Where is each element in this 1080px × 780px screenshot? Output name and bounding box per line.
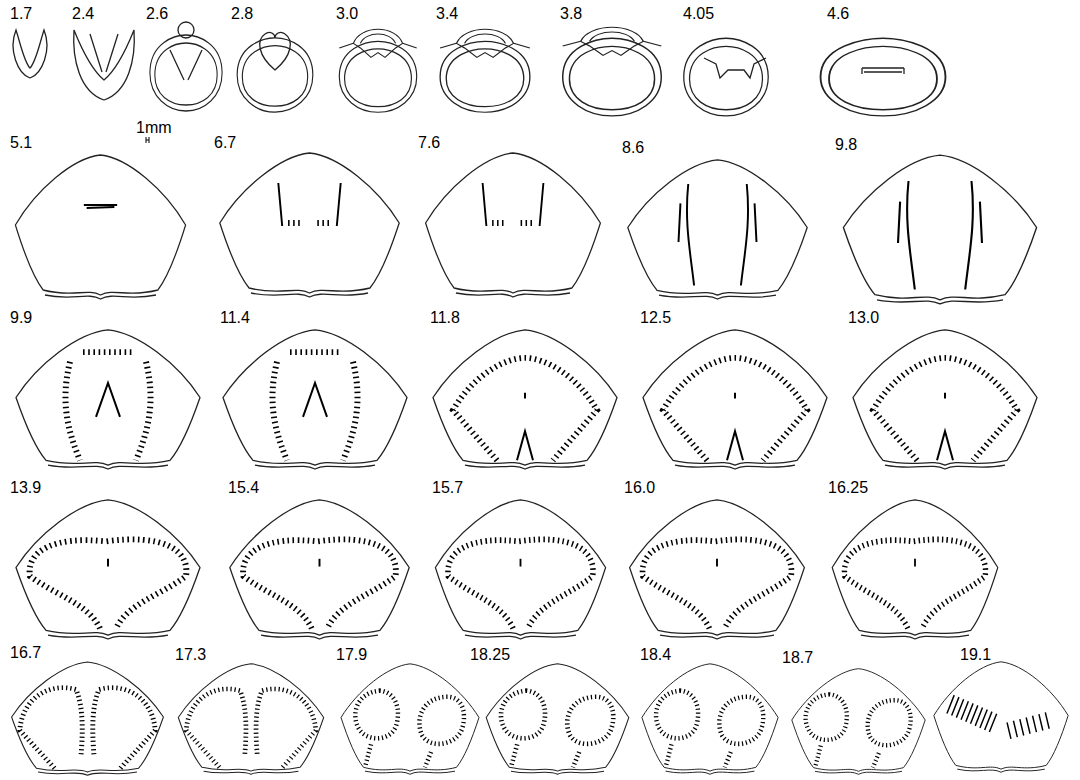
section-depth: 17.9 [336, 647, 367, 663]
section-depth: 16.25 [828, 480, 868, 496]
section-outline [16, 500, 998, 639]
section-depth: 7.6 [418, 135, 440, 151]
section-depth: 4.6 [827, 6, 849, 22]
section-depth: 18.4 [640, 647, 671, 663]
section-depth: 12.5 [640, 310, 671, 326]
section-depth: 19.1 [960, 647, 991, 663]
section-depth: 15.7 [432, 480, 463, 496]
section-depth: 3.8 [560, 6, 582, 22]
section-depth: 15.4 [228, 480, 259, 496]
section-depth: 16.7 [10, 645, 41, 661]
section-depth: 13.0 [848, 310, 879, 326]
section-depth: 18.25 [470, 647, 510, 663]
section-outline [15, 153, 1036, 304]
section-depth: 9.9 [10, 310, 32, 326]
section-depth: 5.1 [10, 135, 32, 151]
section-depth: 1.7 [10, 6, 32, 22]
section-depth: 6.7 [214, 135, 236, 151]
section-depth: 2.6 [146, 6, 168, 22]
section-depth: 13.9 [10, 480, 41, 496]
section-depth: 18.7 [782, 650, 813, 666]
section-depth: 3.4 [436, 6, 458, 22]
section-depth: 16.0 [624, 480, 655, 496]
section-depth: 9.8 [835, 137, 857, 153]
section-depth: 17.3 [175, 647, 206, 663]
section-depth: 2.8 [231, 6, 253, 22]
section-depth: 3.0 [336, 6, 358, 22]
section-depth: 2.4 [72, 6, 94, 22]
section-outline [16, 330, 1037, 469]
section-outline [12, 662, 1069, 775]
section-depth: 11.4 [220, 310, 250, 326]
scale-label: 1mm [136, 120, 172, 136]
section-depth: 11.8 [430, 310, 460, 326]
section-outline [13, 22, 945, 143]
section-depth: 8.6 [622, 140, 644, 156]
section-depth: 4.05 [683, 6, 714, 22]
